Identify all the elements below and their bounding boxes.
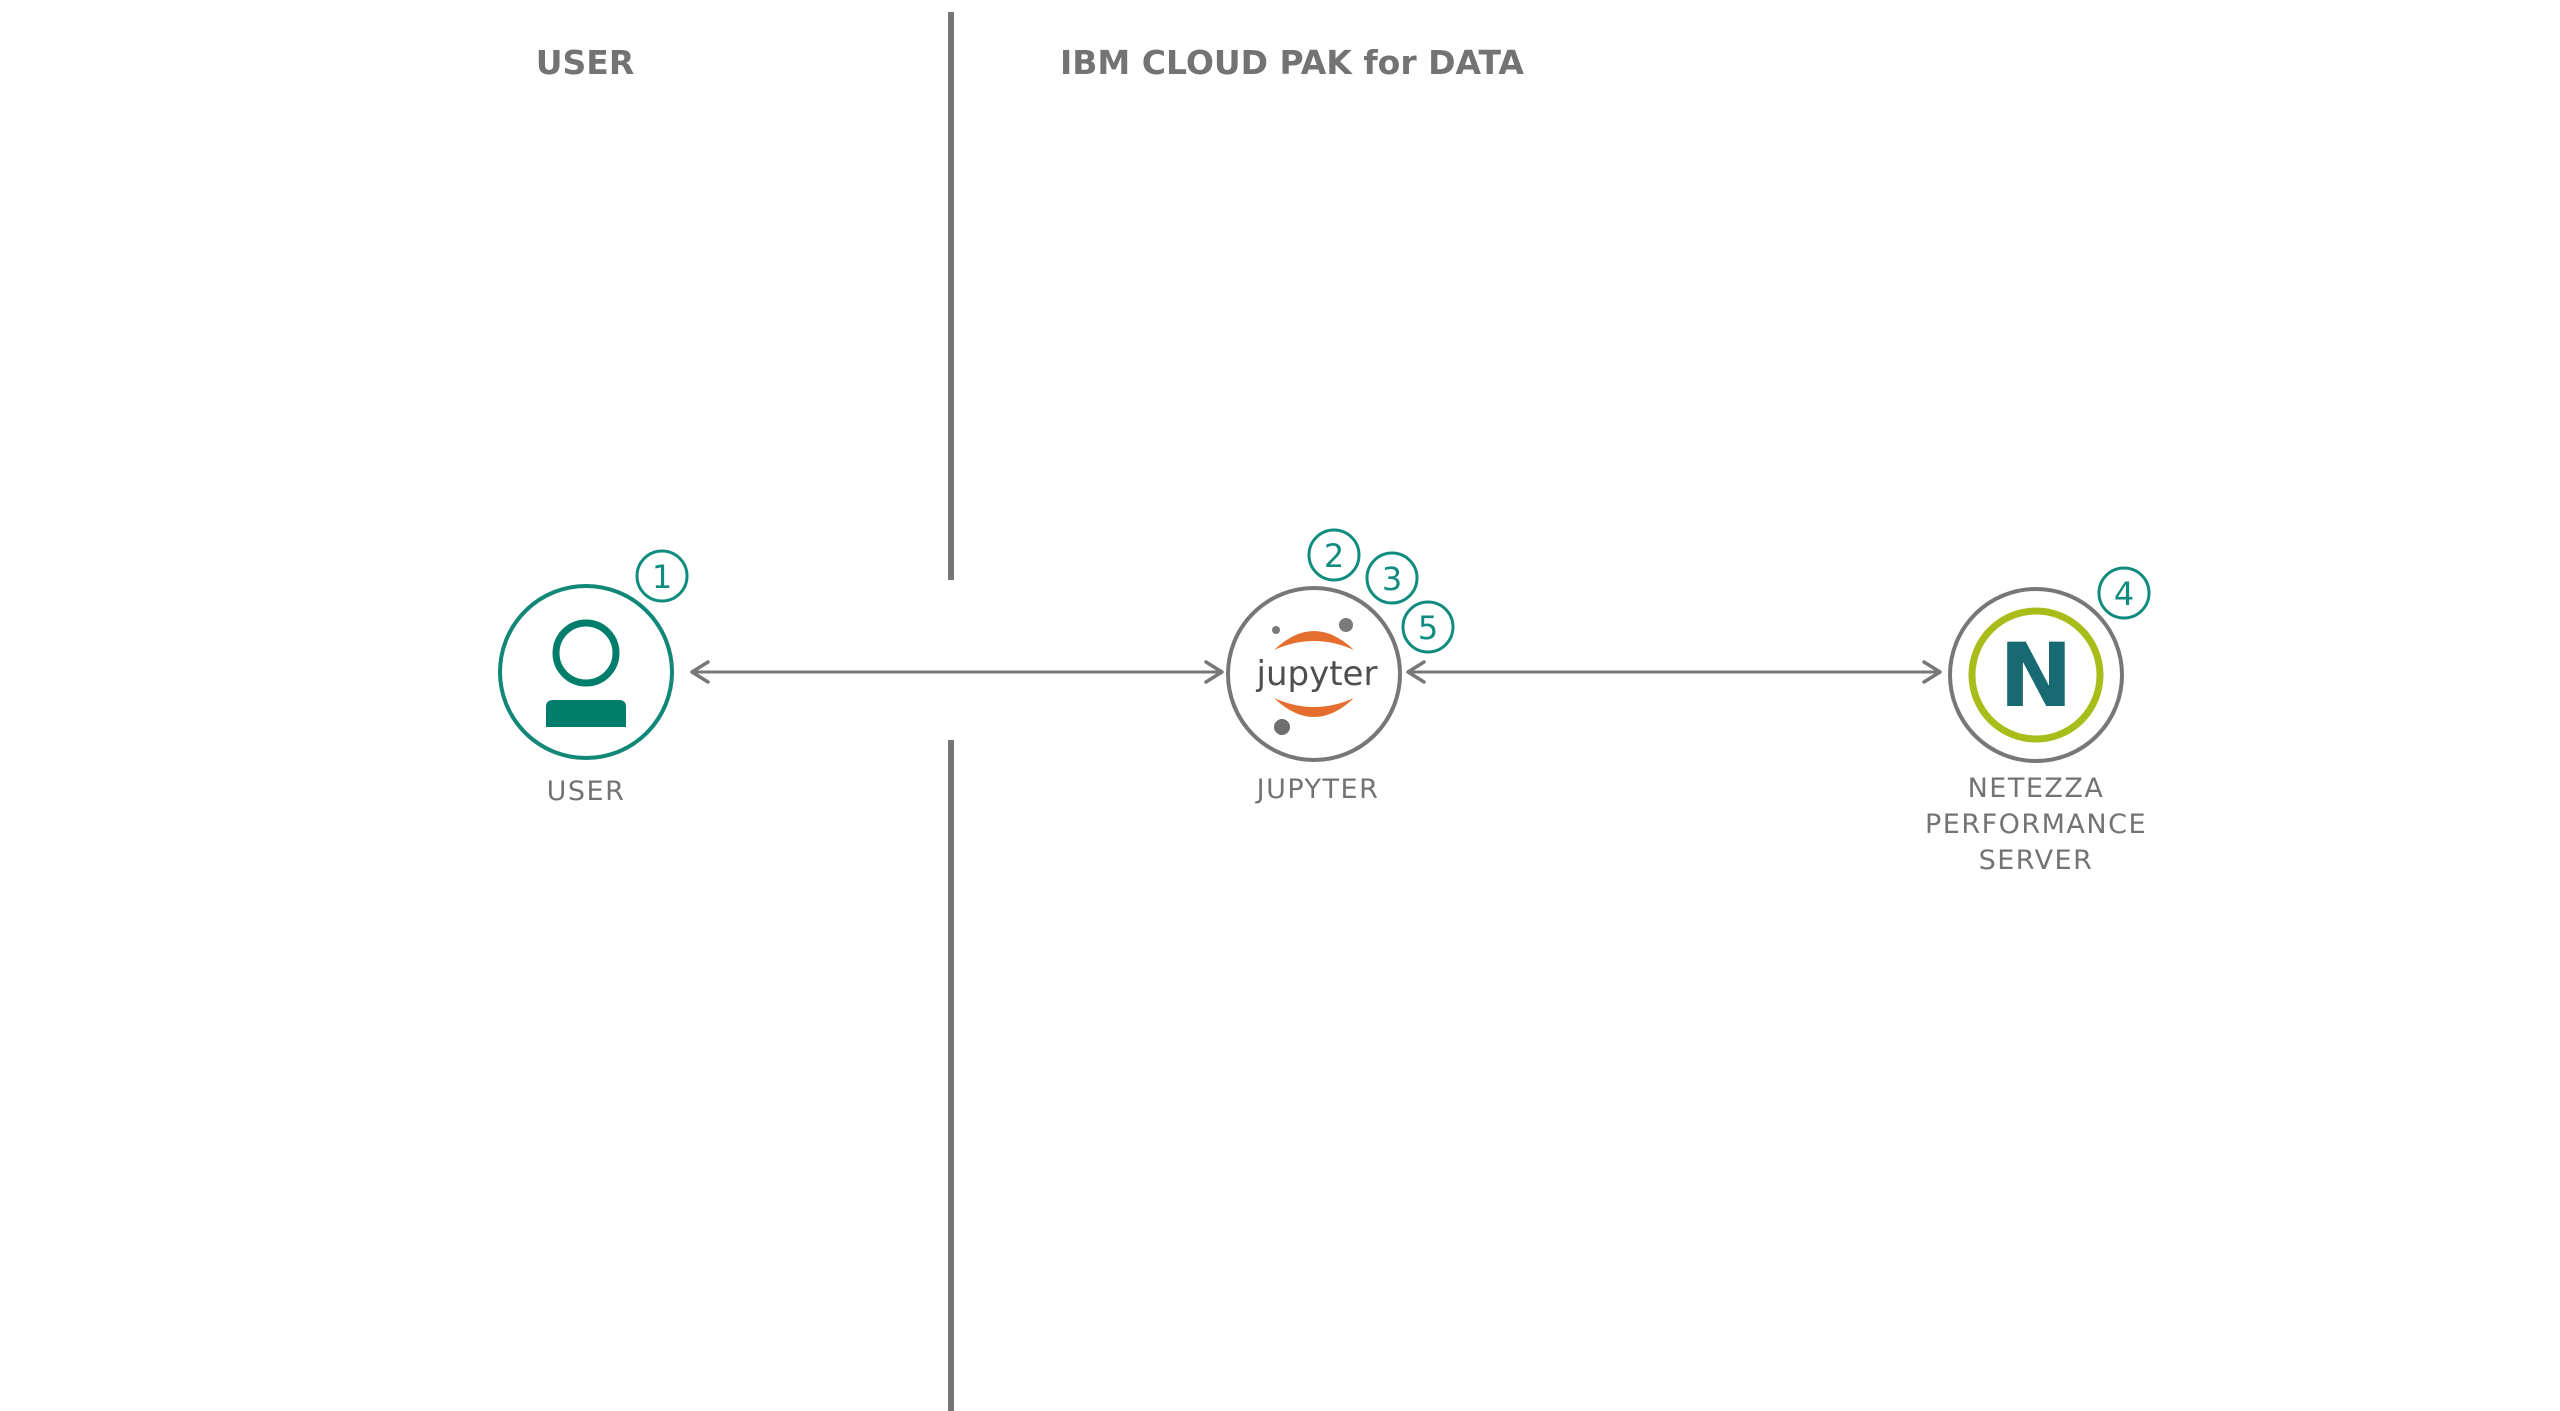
netezza-logo-letter: N <box>1999 624 2073 727</box>
step-badge-5: 5 <box>1401 600 1455 654</box>
zone-header-user: USER <box>536 43 635 82</box>
node-netezza-label-line-3: SERVER <box>1979 845 2094 876</box>
node-netezza: N NETEZZA PERFORMANCE SERVER <box>1925 587 2147 876</box>
step-badge-4-text: 4 <box>2114 575 2134 613</box>
step-badge-3: 3 <box>1365 551 1419 605</box>
node-user: USER <box>498 584 674 807</box>
step-badge-3-text: 3 <box>1382 560 1402 598</box>
netezza-logo-icon: N <box>1968 607 2104 743</box>
node-jupyter: jupyter JUPYTER <box>1226 586 1402 805</box>
node-netezza-label-line-2: PERFORMANCE <box>1925 809 2147 840</box>
jupyter-logo-icon: jupyter <box>1256 618 1378 735</box>
step-badge-1-text: 1 <box>652 558 672 596</box>
step-badge-4: 4 <box>2097 566 2151 620</box>
step-badge-5-text: 5 <box>1418 609 1438 647</box>
node-user-label: USER <box>547 776 626 807</box>
user-icon <box>546 619 626 727</box>
step-badge-2-text: 2 <box>1324 537 1344 575</box>
node-jupyter-label: JUPYTER <box>1255 774 1380 805</box>
step-badge-2: 2 <box>1307 528 1361 582</box>
jupyter-wordmark: jupyter <box>1256 654 1378 694</box>
node-netezza-label-line-1: NETEZZA <box>1968 773 2105 804</box>
step-badge-1: 1 <box>635 549 689 603</box>
zone-header-cloud-pak: IBM CLOUD PAK for DATA <box>1060 43 1524 82</box>
